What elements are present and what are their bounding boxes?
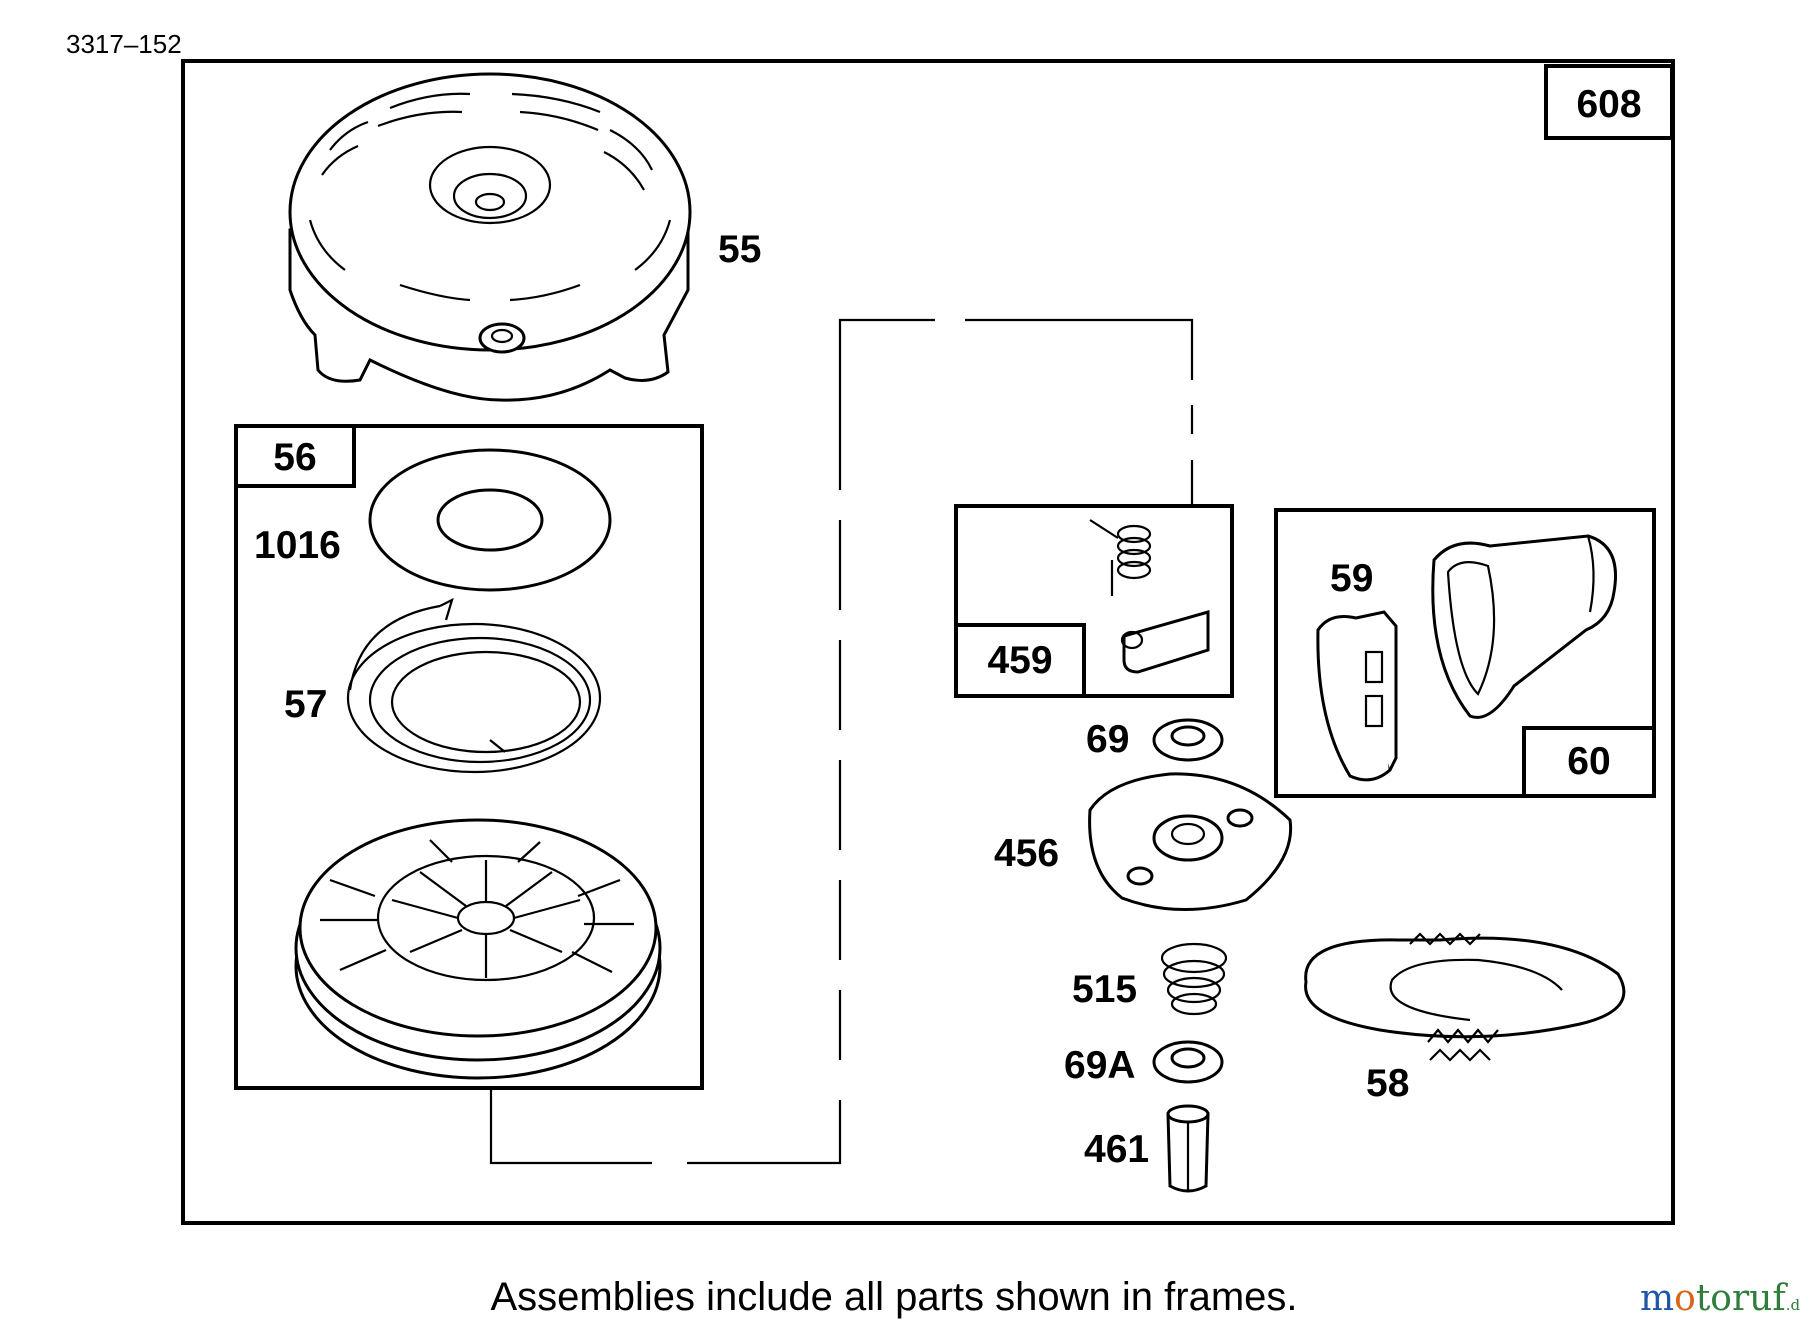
starter-pulley-illustration [294, 818, 662, 1080]
part-57-label: 57 [284, 683, 327, 726]
washer-69a-illustration [1152, 1040, 1224, 1084]
part-59-label: 59 [1330, 557, 1373, 600]
part-1016-label: 1016 [254, 524, 341, 567]
frame-459 [954, 504, 1234, 698]
pawl-spring-illustration [1089, 519, 1152, 596]
frame-56-label-box [234, 424, 356, 488]
frame-56 [234, 424, 704, 1090]
frame-60-label: 60 [1567, 740, 1610, 783]
part-69-label: 69 [1086, 718, 1129, 761]
part-69a-label: 69A [1064, 1044, 1136, 1087]
frame-608-label: 608 [1576, 83, 1641, 126]
frame-459-label: 459 [987, 639, 1052, 682]
spring-515-illustration [1160, 942, 1228, 1016]
svg-text:motoruf.de: motoruf.de [1640, 1278, 1800, 1319]
part-55-label: 55 [718, 228, 761, 271]
frame-459-label-box [954, 623, 1086, 698]
washer-1016-illustration [368, 448, 612, 592]
handle-insert-illustration [1316, 610, 1398, 782]
part-456-label: 456 [994, 832, 1059, 875]
rewind-spring-illustration [346, 597, 602, 774]
part-58-label: 58 [1366, 1062, 1409, 1105]
drawing-code: 3317–152 [66, 29, 182, 59]
frame-60 [1274, 508, 1656, 798]
starter-housing-illustration [288, 72, 692, 402]
watermark-logo: motoruf.de [1640, 1278, 1800, 1319]
frame-56-label: 56 [273, 436, 316, 479]
assembly-connector [489, 318, 1194, 1165]
starter-rope-illustration [1304, 932, 1626, 1062]
caption: Assemblies include all parts shown in fr… [490, 1275, 1297, 1319]
retainer-illustration [1088, 772, 1293, 911]
frame-608 [181, 59, 1675, 1225]
frame-608-label-box [1544, 64, 1674, 140]
pawl-illustration [1120, 610, 1210, 674]
pin-461-illustration [1166, 1104, 1210, 1193]
frame-60-label-box [1522, 726, 1656, 798]
part-515-label: 515 [1072, 968, 1137, 1011]
part-461-label: 461 [1084, 1128, 1149, 1171]
starter-handle-illustration [1431, 534, 1617, 719]
washer-69-illustration [1152, 718, 1224, 762]
